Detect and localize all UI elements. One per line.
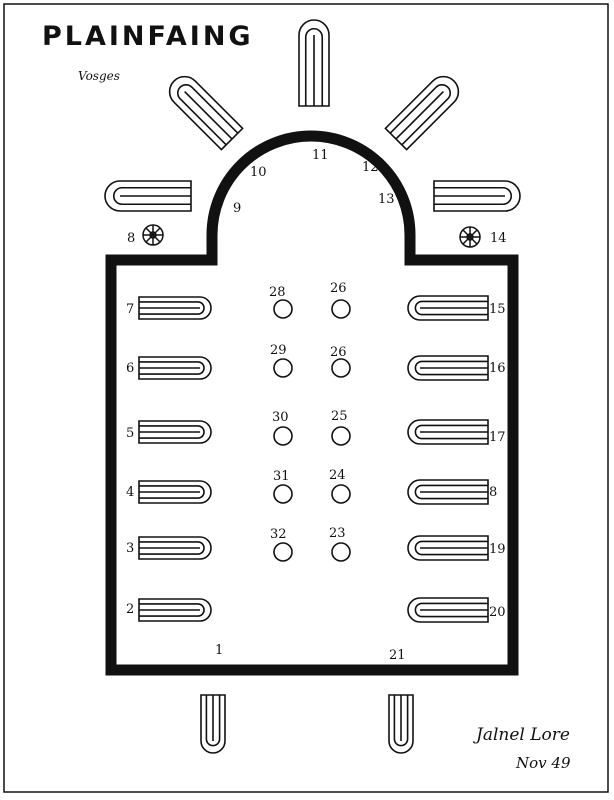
wall-window-left <box>138 420 212 444</box>
wall-window-left <box>138 480 212 504</box>
pillar-label: 31 <box>273 469 290 484</box>
wall-window-right <box>407 535 489 561</box>
pillar-label: 28 <box>269 285 286 300</box>
signature: Jalnel Lore <box>473 725 570 745</box>
window-label: 3 <box>126 541 134 556</box>
wall-window-right <box>407 295 489 321</box>
chapel-window-left <box>104 180 192 212</box>
window-label: 15 <box>489 302 506 317</box>
pillar <box>273 484 293 504</box>
pillar <box>273 426 293 446</box>
window-label: 16 <box>489 361 506 376</box>
entrance-window-left <box>200 694 226 754</box>
window-label: 14 <box>490 231 507 246</box>
wall-window-left <box>138 296 212 320</box>
window-label: 12 <box>362 160 379 175</box>
pillar <box>331 426 351 446</box>
pillar <box>331 299 351 319</box>
window-label: 5 <box>126 426 134 441</box>
wall-window-right <box>407 597 489 623</box>
wall-window-left <box>138 598 212 622</box>
pillar <box>331 358 351 378</box>
rose-window-left <box>142 224 164 246</box>
pillar-label: 29 <box>270 343 287 358</box>
wall-window-right <box>407 355 489 381</box>
window-label: 6 <box>126 361 134 376</box>
window-label: 2 <box>126 602 134 617</box>
signature-date: Nov 49 <box>515 754 571 772</box>
window-label: 19 <box>489 542 506 557</box>
pillar <box>331 542 351 562</box>
pillar-label: 25 <box>331 409 348 424</box>
pillar <box>273 299 293 319</box>
entrance-window-right <box>388 694 414 754</box>
window-label: 8 <box>127 231 135 246</box>
window-label: 9 <box>233 201 241 216</box>
window-label: 1 <box>215 643 223 658</box>
pillar <box>273 542 293 562</box>
apse-window-upper-right <box>384 75 460 151</box>
rose-window-right <box>459 226 481 248</box>
pillar <box>273 358 293 378</box>
church-wall <box>105 130 519 676</box>
apse-window-top <box>298 19 330 107</box>
region-note: Vosges <box>78 69 120 83</box>
window-label: 11 <box>312 148 329 163</box>
pillar-label: 26 <box>330 345 347 360</box>
window-label: 4 <box>126 485 134 500</box>
wall-window-left <box>138 356 212 380</box>
window-label: 17 <box>489 430 506 445</box>
window-label: 7 <box>126 302 134 317</box>
pillar-label: 32 <box>270 527 287 542</box>
pillar-label: 26 <box>330 281 347 296</box>
window-label: 20 <box>489 605 506 620</box>
pillar-label: 30 <box>272 410 289 425</box>
wall-window-left <box>138 536 212 560</box>
pillar-label: 23 <box>329 526 346 541</box>
window-label: 8 <box>489 485 497 500</box>
wall-window-right <box>407 479 489 505</box>
plan-title: PLAINFAING <box>42 21 254 52</box>
window-label: 21 <box>389 648 406 663</box>
apse-window-upper-left <box>168 75 244 151</box>
chapel-window-right <box>433 180 521 212</box>
window-label: 10 <box>250 165 267 180</box>
pillar-label: 24 <box>329 468 346 483</box>
wall-window-right <box>407 419 489 445</box>
page-frame <box>3 3 609 793</box>
pillar <box>331 484 351 504</box>
window-label: 13 <box>378 192 395 207</box>
